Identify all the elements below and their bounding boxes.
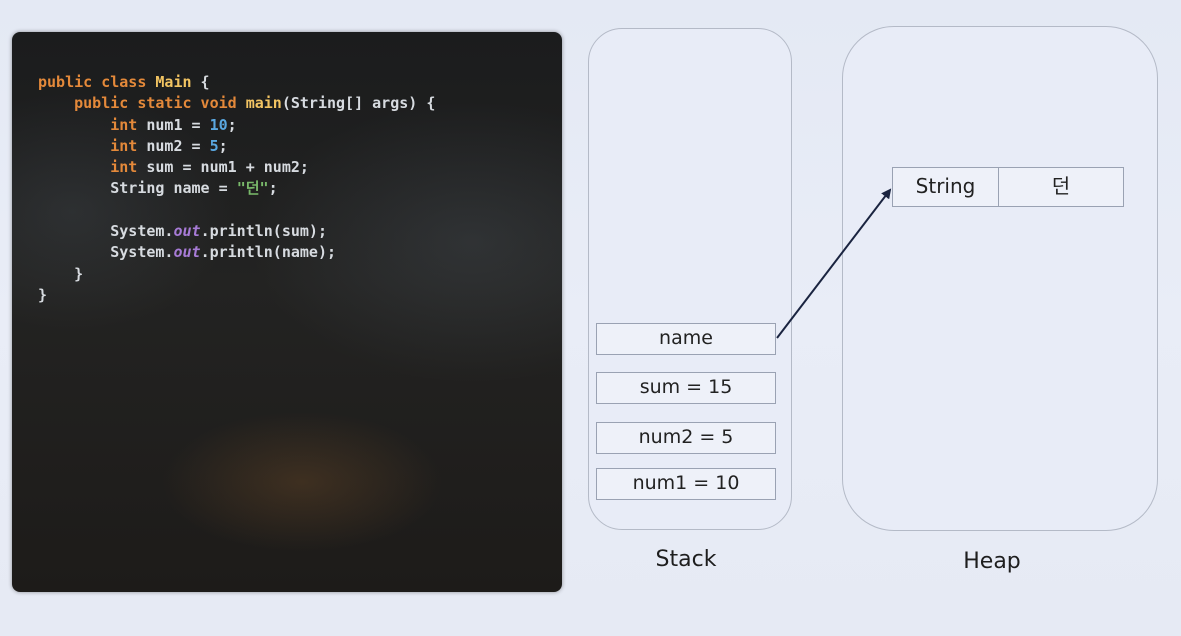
code-text: num1 =	[137, 115, 210, 134]
stack-frame-sum: sum = 15	[596, 372, 776, 404]
stack-frame-num1: num1 = 10	[596, 468, 776, 500]
code-closing-brace: }	[38, 285, 48, 304]
heap-object-type: String	[893, 168, 999, 206]
code-text: System.	[110, 243, 174, 262]
code-text: num2 =	[137, 136, 210, 155]
code-number: 5	[209, 136, 219, 155]
code-string: "던"	[236, 179, 269, 198]
heap-label: Heap	[963, 549, 1021, 574]
code-text: .println(sum);	[200, 222, 327, 241]
code-line-5: int sum = num1 + num2;	[110, 158, 309, 176]
stack-region	[588, 28, 792, 530]
code-text: sum = num1 + num2;	[137, 158, 309, 177]
code-keyword: public class	[38, 73, 147, 91]
code-text: ;	[227, 115, 237, 134]
heap-object-value: 던	[1051, 174, 1071, 198]
stack-frame-name: name	[596, 323, 776, 355]
code-text: System.	[110, 222, 174, 241]
code-type: int	[110, 115, 138, 134]
code-field: out	[173, 243, 201, 262]
code-line-4: int num2 = 5;	[110, 137, 227, 155]
code-line-3: int num1 = 10;	[110, 116, 236, 134]
code-text: (String[] args) {	[281, 94, 436, 113]
code-class-name: Main	[155, 73, 192, 91]
code-number: 10	[209, 115, 228, 134]
code-text: ;	[268, 179, 278, 198]
stack-label: Stack	[655, 547, 717, 572]
stack-frame-num2: num2 = 5	[596, 422, 776, 454]
code-type: int	[110, 136, 138, 155]
code-block: public class Main { public static void m…	[38, 72, 435, 306]
code-line-6: String name = "던";	[110, 179, 277, 197]
heap-region	[842, 26, 1158, 531]
code-text: .println(name);	[200, 243, 337, 262]
code-line-2: public static void main(String[] args) {	[74, 94, 435, 112]
code-field: out	[173, 222, 201, 241]
code-closing-brace: }	[74, 264, 84, 283]
code-text: ;	[218, 136, 228, 155]
code-method-name: main	[245, 94, 282, 113]
code-line-7: System.out.println(sum);	[110, 222, 327, 240]
code-keyword: public static void	[74, 94, 237, 113]
code-line-8: System.out.println(name);	[110, 243, 336, 261]
heap-string-object: String 던	[892, 167, 1124, 207]
code-text: {	[191, 73, 210, 91]
code-panel: public class Main { public static void m…	[12, 32, 562, 592]
code-line-1: public class Main {	[38, 73, 210, 91]
code-type: int	[110, 158, 138, 177]
code-text: String name =	[110, 179, 237, 198]
